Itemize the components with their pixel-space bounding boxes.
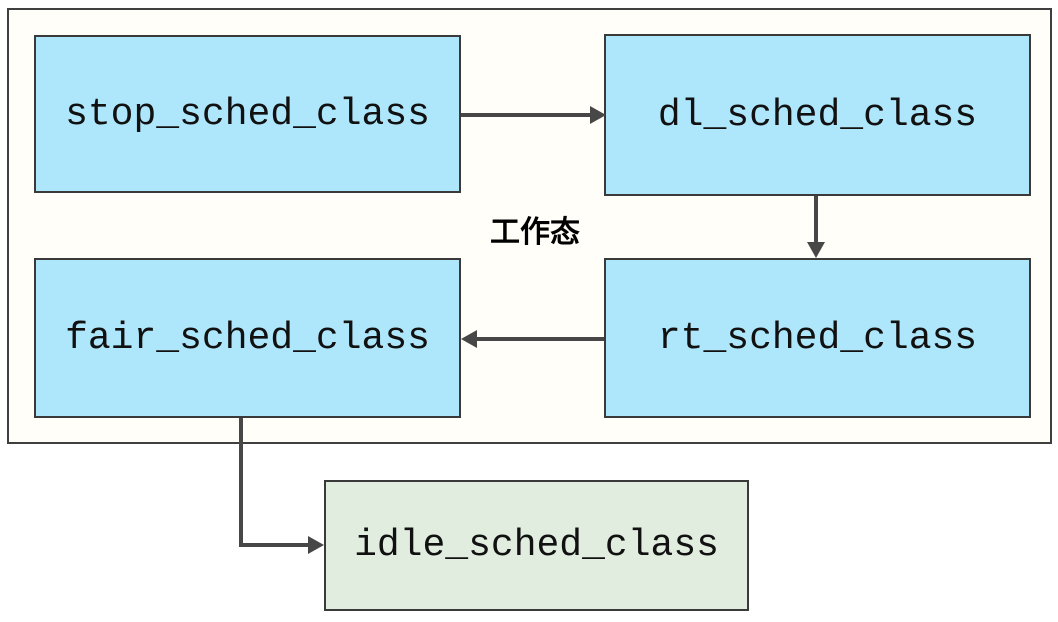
arrow-fair-to-idle-horizontal-shaft <box>239 543 309 547</box>
node-dl-sched-class: dl_sched_class <box>604 34 1031 196</box>
node-idle-sched-class: idle_sched_class <box>324 480 749 611</box>
node-fair-label: fair_sched_class <box>65 316 430 360</box>
node-idle-label: idle_sched_class <box>354 524 719 567</box>
arrow-stop-to-dl-shaft <box>461 113 591 117</box>
arrow-fair-to-idle-arrowhead-icon <box>308 536 324 554</box>
node-dl-label: dl_sched_class <box>657 93 978 137</box>
node-rt-sched-class: rt_sched_class <box>604 258 1031 418</box>
node-stop-sched-class: stop_sched_class <box>34 35 461 193</box>
node-stop-label: stop_sched_class <box>65 92 430 136</box>
working-state-label: 工作态 <box>490 215 580 250</box>
node-rt-label: rt_sched_class <box>657 316 978 360</box>
arrow-rt-to-fair-arrowhead-icon <box>461 330 477 348</box>
node-fair-sched-class: fair_sched_class <box>34 258 461 418</box>
arrow-stop-to-dl-arrowhead-icon <box>590 106 606 124</box>
arrow-dl-to-rt-shaft <box>814 196 818 244</box>
arrow-fair-to-idle-vertical-shaft <box>239 418 243 547</box>
arrow-rt-to-fair-shaft <box>476 337 604 341</box>
arrow-dl-to-rt-arrowhead-icon <box>807 242 825 258</box>
